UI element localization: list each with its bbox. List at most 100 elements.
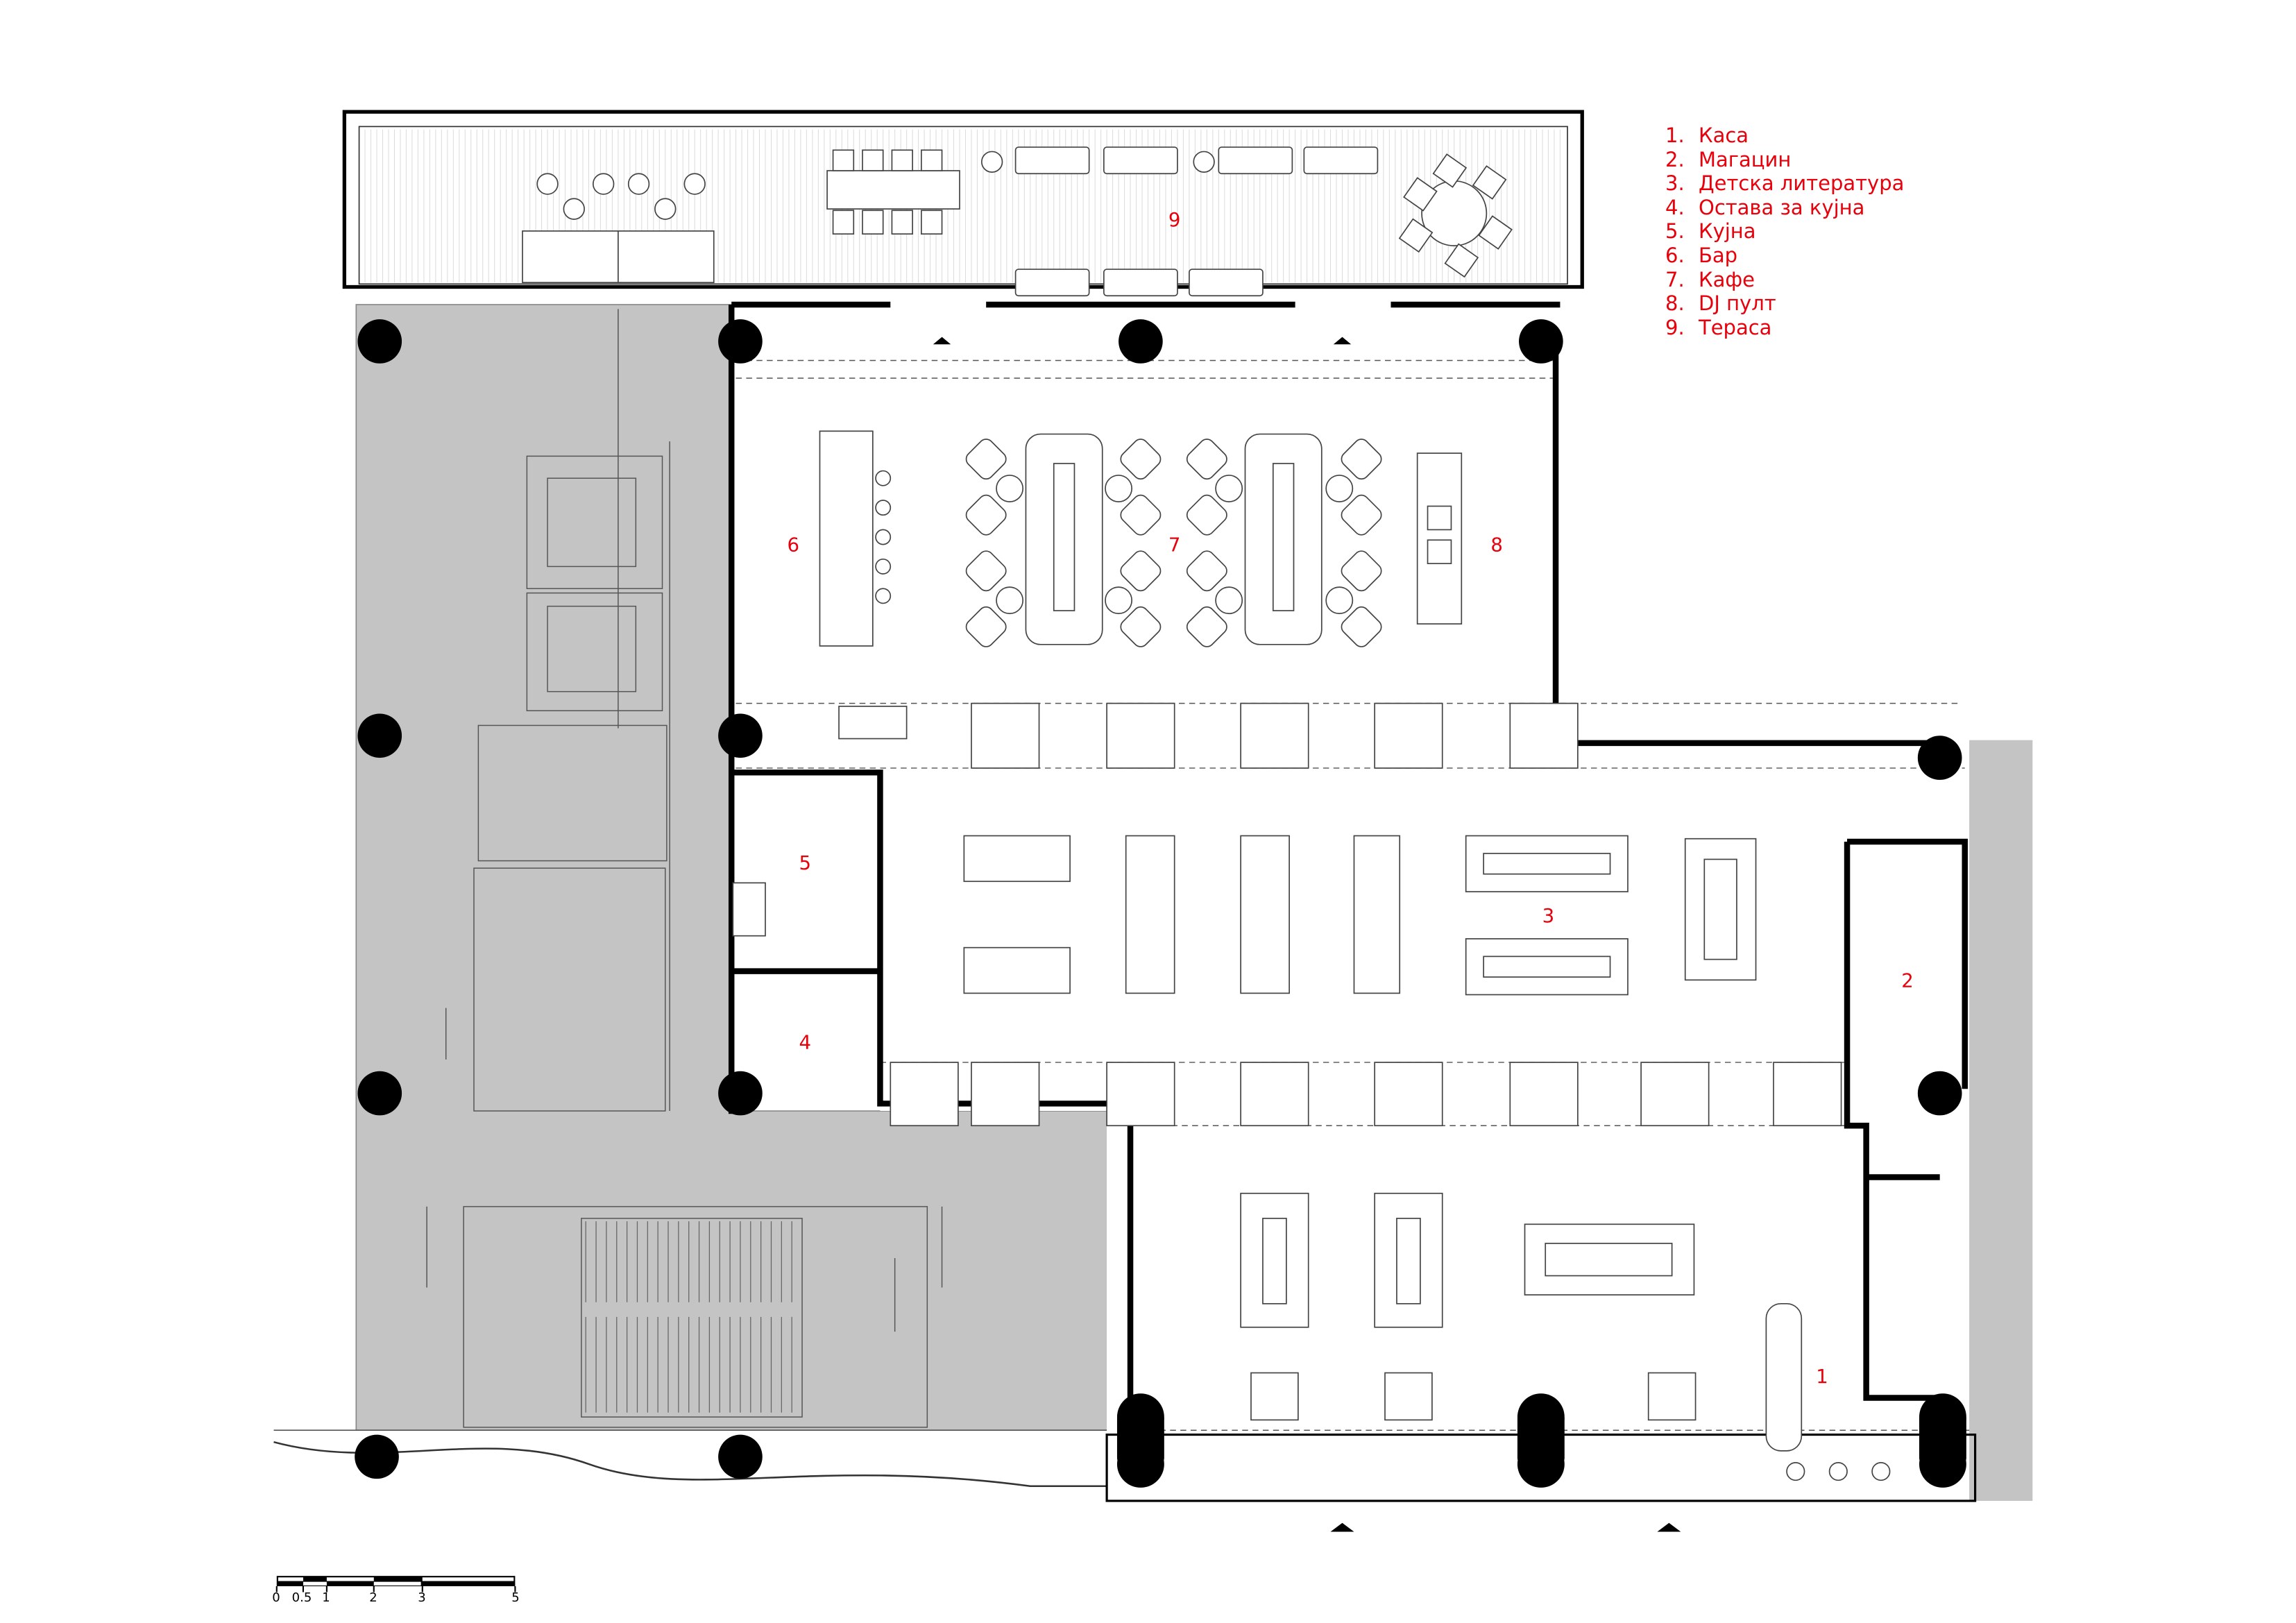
bar-stool bbox=[875, 529, 892, 545]
legend-item: 2. Магацин bbox=[1665, 148, 1904, 172]
bench bbox=[1240, 1062, 1309, 1127]
column bbox=[718, 319, 763, 364]
sofa bbox=[1014, 269, 1090, 297]
legend-item: 5.Кујна bbox=[1665, 219, 1904, 244]
column bbox=[1917, 1071, 1962, 1116]
legend-number: 7. bbox=[1665, 267, 1685, 291]
room-label-6: 6 bbox=[788, 534, 800, 556]
lounge-chair bbox=[1186, 550, 1227, 592]
sofa bbox=[1189, 269, 1264, 297]
legend-item: 4.Остава за кујна bbox=[1665, 196, 1904, 220]
lounge-chair bbox=[1120, 439, 1162, 480]
bar-stool bbox=[875, 500, 892, 516]
scale-tick-label: 1 bbox=[322, 1590, 330, 1605]
lounge-chair bbox=[1120, 606, 1162, 647]
bench bbox=[1640, 1062, 1710, 1127]
bench bbox=[890, 1062, 959, 1127]
cashier-desk bbox=[1765, 1302, 1803, 1452]
shop-seating bbox=[890, 702, 1842, 1127]
sofa bbox=[1218, 146, 1293, 175]
legend-number: 8. bbox=[1665, 291, 1685, 316]
legend-number: 1. bbox=[1665, 124, 1685, 147]
lounge-chair bbox=[965, 550, 1007, 592]
shaded-area-right bbox=[1969, 740, 2033, 1501]
left-zone-rooms bbox=[426, 309, 943, 1428]
cafe-furniture bbox=[819, 430, 1463, 740]
scale-tick-label: 3 bbox=[418, 1590, 426, 1605]
cafe-chairs bbox=[875, 439, 1382, 647]
legend-label: Кујна bbox=[1699, 219, 1756, 244]
scale-tick-label: 0 bbox=[272, 1590, 280, 1605]
bench bbox=[971, 702, 1040, 769]
entrance-arrow-icons bbox=[933, 337, 1681, 1532]
chair bbox=[920, 149, 943, 171]
legend-label: Тераса bbox=[1699, 315, 1772, 339]
lounge-chair bbox=[1120, 494, 1162, 536]
legend-label: Бар bbox=[1699, 243, 1738, 267]
chair bbox=[862, 149, 884, 171]
scale-tick-label: 2 bbox=[369, 1590, 377, 1605]
bench bbox=[1374, 1062, 1443, 1127]
legend-label: DJ пулт bbox=[1699, 291, 1776, 316]
dj-booth bbox=[1416, 452, 1463, 624]
legend-number: 6. bbox=[1665, 243, 1685, 267]
legend-number: 3. bbox=[1665, 171, 1685, 196]
room-label-1: 1 bbox=[1816, 1365, 1828, 1388]
facade-edge-bottom bbox=[273, 1441, 1107, 1488]
chair bbox=[1398, 218, 1434, 253]
side-table bbox=[1105, 586, 1133, 615]
legend-label: Детска литература bbox=[1699, 171, 1905, 196]
bar-stool bbox=[875, 588, 892, 604]
chair bbox=[891, 210, 913, 235]
lounge-chair bbox=[1186, 439, 1227, 480]
side-table bbox=[1215, 475, 1243, 502]
side-table bbox=[1325, 586, 1354, 615]
lounge-chair bbox=[965, 439, 1007, 480]
legend-label: Магацин bbox=[1699, 147, 1792, 171]
lounge-chair bbox=[1341, 606, 1382, 647]
column bbox=[1919, 1393, 1966, 1441]
column bbox=[357, 1071, 402, 1116]
side-table bbox=[996, 586, 1024, 615]
room-label-8: 8 bbox=[1490, 534, 1503, 556]
legend-item: 8. DJ пулт bbox=[1665, 291, 1904, 316]
legend-label: Каса bbox=[1699, 124, 1749, 147]
column bbox=[1116, 1393, 1164, 1441]
lounge-chair bbox=[1341, 550, 1382, 592]
room-label-4: 4 bbox=[799, 1030, 811, 1053]
scale-bar-labels: 0 0.5 1 2 3 5 bbox=[271, 1590, 534, 1611]
column bbox=[1517, 1393, 1565, 1441]
room-label-3: 3 bbox=[1542, 904, 1555, 927]
column bbox=[718, 713, 763, 758]
side-table bbox=[996, 475, 1024, 502]
legend-number: 9. bbox=[1665, 315, 1685, 339]
chair bbox=[832, 210, 855, 235]
lounge-chair bbox=[1120, 550, 1162, 592]
bench bbox=[1240, 702, 1309, 769]
chair bbox=[862, 210, 884, 235]
lounge-chair bbox=[965, 494, 1007, 536]
bar-stool bbox=[875, 470, 892, 486]
bench bbox=[1509, 1062, 1579, 1127]
legend-item: 9. Тераса bbox=[1665, 316, 1904, 340]
sofa bbox=[1103, 269, 1178, 297]
scale-bar bbox=[275, 1576, 516, 1592]
chair bbox=[920, 210, 943, 235]
side-table bbox=[1325, 475, 1354, 502]
column bbox=[1116, 1441, 1164, 1488]
lounge-chair bbox=[1186, 494, 1227, 536]
legend-item: 1. Каса bbox=[1665, 124, 1904, 148]
legend-number: 2. bbox=[1665, 147, 1685, 171]
bench bbox=[1106, 1062, 1175, 1127]
column bbox=[1517, 1441, 1565, 1488]
chair bbox=[1432, 153, 1468, 188]
chair bbox=[1403, 177, 1438, 212]
scale-tick-label: 0.5 bbox=[291, 1590, 312, 1605]
legend-item: 7.Кафе bbox=[1665, 268, 1904, 292]
sofa bbox=[1014, 146, 1090, 175]
legend-item: 3. Детска литература bbox=[1665, 171, 1904, 196]
legend-item: 6. Бар bbox=[1665, 244, 1904, 268]
sofa bbox=[1103, 146, 1178, 175]
bench bbox=[1509, 702, 1579, 769]
